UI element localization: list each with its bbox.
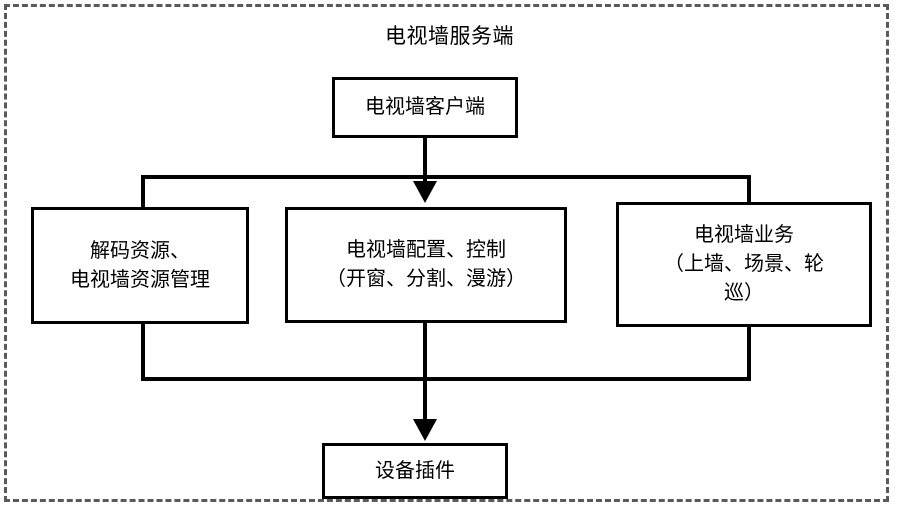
- connector-top-bus-right-drop: [747, 175, 751, 204]
- connector-bottom-bus-left-riser: [141, 322, 145, 381]
- connector-client-stem: [423, 138, 427, 181]
- arrowhead-to-plugin: [413, 419, 437, 441]
- connector-bottom-bus: [141, 377, 751, 381]
- server-boundary-dashed-rect: [4, 4, 889, 502]
- node-tv-wall-client[interactable]: 电视墙客户端: [332, 77, 518, 138]
- node-tv-wall-business[interactable]: 电视墙业务 （上墙、场景、轮 巡）: [616, 202, 872, 327]
- node-device-plugin[interactable]: 设备插件: [322, 443, 508, 499]
- node-decode-resource-management[interactable]: 解码资源、 电视墙资源管理: [31, 207, 249, 324]
- connector-bottom-bus-right-riser: [747, 325, 751, 381]
- node-device-plugin-label: 设备插件: [375, 459, 455, 482]
- node-tv-wall-business-label: 电视墙业务 （上墙、场景、轮 巡）: [664, 224, 824, 304]
- page-title: 电视墙服务端: [385, 24, 514, 48]
- arrowhead-to-config: [413, 181, 437, 203]
- node-tv-wall-client-label: 电视墙客户端: [365, 96, 485, 118]
- node-tv-wall-config-control[interactable]: 电视墙配置、控制 （开窗、分割、漫游）: [285, 207, 567, 323]
- node-tv-wall-config-control-label: 电视墙配置、控制 （开窗、分割、漫游）: [326, 239, 526, 290]
- connector-top-bus-left-drop: [141, 175, 145, 209]
- connector-plugin-stem: [423, 322, 427, 421]
- node-decode-resource-management-label: 解码资源、 电视墙资源管理: [70, 239, 210, 291]
- connector-top-bus: [141, 175, 751, 179]
